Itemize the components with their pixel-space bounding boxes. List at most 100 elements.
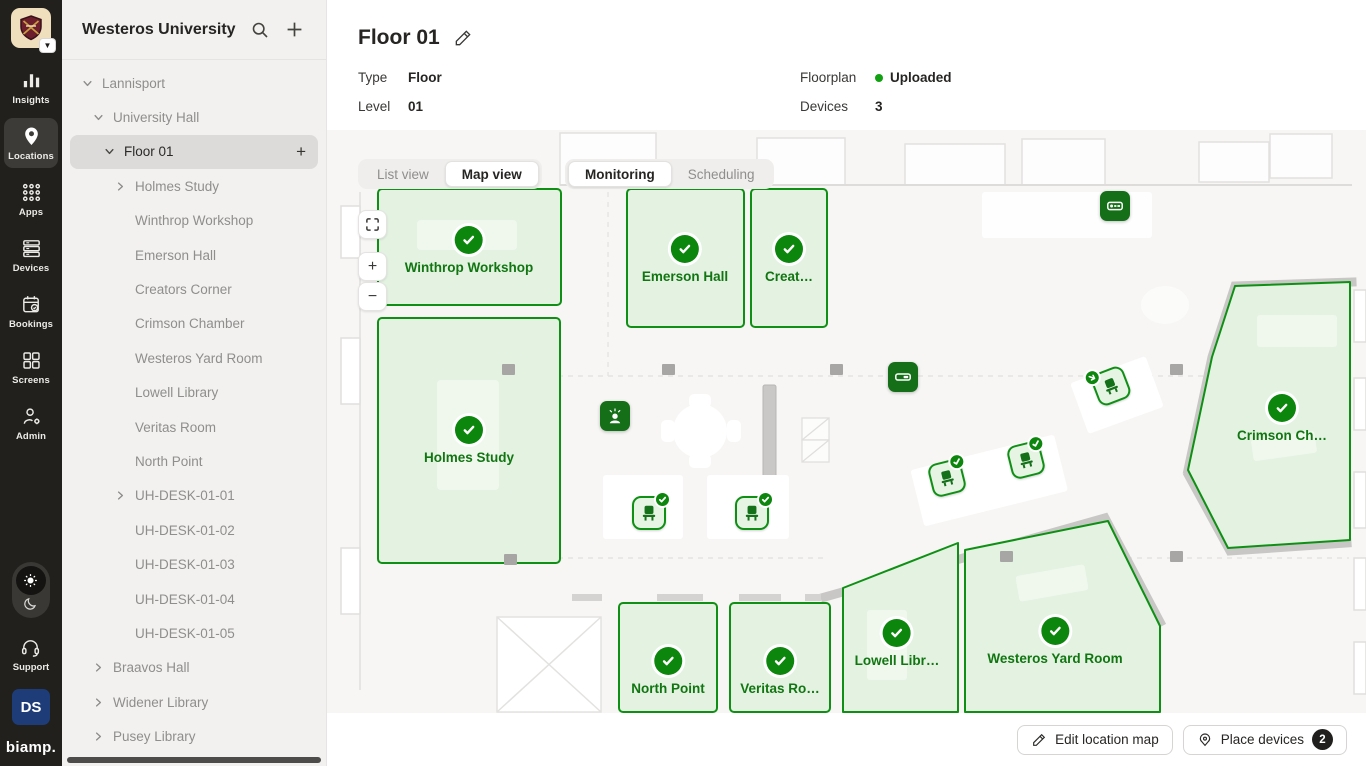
- zoom-in-button[interactable]: +: [358, 252, 387, 281]
- chevron-icon[interactable]: [116, 317, 135, 331]
- rail-item-devices[interactable]: Devices: [4, 230, 58, 280]
- tab-map-view[interactable]: Map view: [444, 161, 539, 187]
- location-pin-icon: [24, 126, 38, 145]
- edit-title-pencil-icon[interactable]: [453, 28, 473, 48]
- chevron-icon[interactable]: [116, 489, 135, 503]
- tree-item-veritas-room[interactable]: Veritas Room: [70, 410, 318, 444]
- workspace-logo[interactable]: ▼: [11, 8, 55, 52]
- room-label-veritas-room[interactable]: Veritas Ro…: [740, 647, 820, 696]
- tree-item-emerson-hall[interactable]: Emerson Hall: [70, 238, 318, 272]
- chevron-icon[interactable]: [105, 145, 124, 159]
- edit-location-map-button[interactable]: Edit location map: [1017, 724, 1173, 755]
- rail-item-screens[interactable]: Screens: [4, 342, 58, 392]
- chevron-icon[interactable]: [116, 592, 135, 606]
- tree-item-crimson-chamber[interactable]: Crimson Chamber: [70, 307, 318, 341]
- fullscreen-icon: [366, 218, 379, 231]
- rail-item-support[interactable]: Support: [13, 636, 49, 673]
- tree-item-uh-desk-01-04[interactable]: UH-DESK-01-04: [70, 582, 318, 616]
- chevron-icon[interactable]: [116, 283, 135, 297]
- rail-item-apps[interactable]: Apps: [4, 174, 58, 224]
- chevron-icon[interactable]: [116, 558, 135, 572]
- tree-item-braavos-hall[interactable]: Braavos Hall: [70, 651, 318, 685]
- chevron-icon[interactable]: [116, 179, 135, 193]
- room-name: Lowell Libr…: [854, 653, 940, 668]
- rail-item-insights[interactable]: Insights: [4, 62, 58, 112]
- device-desk-desk-4[interactable]: [1005, 433, 1047, 481]
- sidebar-scrollbar[interactable]: [67, 757, 321, 763]
- tree-item-holmes-study[interactable]: Holmes Study: [70, 169, 318, 203]
- tree-item-north-point[interactable]: North Point: [70, 444, 318, 478]
- theme-toggle[interactable]: [11, 562, 50, 618]
- tree-item-lowell-library[interactable]: Lowell Library: [70, 376, 318, 410]
- device-camera-bar-camera-bar-1[interactable]: [1100, 191, 1130, 221]
- device-desk-desk-5[interactable]: [1081, 364, 1133, 408]
- tree-item-label: UH-DESK-01-02: [135, 522, 235, 538]
- device-desk-desk-3[interactable]: [926, 451, 968, 499]
- chevron-icon[interactable]: [116, 386, 135, 400]
- light-mode-sun-icon[interactable]: [15, 566, 46, 595]
- rail-item-bookings[interactable]: Bookings: [4, 286, 58, 336]
- chevron-icon[interactable]: [94, 730, 113, 744]
- dark-mode-moon-icon[interactable]: [22, 595, 40, 612]
- add-location-icon[interactable]: [282, 18, 306, 42]
- location-tree: Lannisport University Hall Floor 01 + Ho…: [62, 60, 326, 754]
- chevron-icon[interactable]: [116, 626, 135, 640]
- search-icon[interactable]: [248, 18, 272, 42]
- meta-level-value: 01: [408, 99, 424, 114]
- fullscreen-button[interactable]: [358, 210, 387, 239]
- chevron-icon[interactable]: [94, 695, 113, 709]
- chevron-icon[interactable]: [83, 76, 102, 90]
- chevron-icon[interactable]: [116, 523, 135, 537]
- tree-item-university-hall[interactable]: University Hall: [70, 100, 318, 134]
- device-desk-desk-2[interactable]: [735, 491, 774, 530]
- chevron-icon[interactable]: [94, 111, 113, 125]
- room-label-holmes-study[interactable]: Holmes Study: [424, 416, 514, 465]
- room-label-westeros-yard-room[interactable]: Westeros Yard Room: [987, 617, 1123, 666]
- device-desk-desk-1[interactable]: [632, 491, 671, 530]
- tree-item-uh-desk-01-01[interactable]: UH-DESK-01-01: [70, 479, 318, 513]
- room-shape-westeros-yard-room[interactable]: [964, 520, 1161, 713]
- tree-item-pusey-library[interactable]: Pusey Library: [70, 719, 318, 753]
- workspace-switcher-caret[interactable]: ▼: [40, 39, 55, 52]
- chevron-icon[interactable]: [116, 214, 135, 228]
- user-avatar[interactable]: DS: [11, 689, 50, 725]
- device-occupancy-sensor-occupancy-sensor-1[interactable]: [600, 401, 630, 431]
- room-label-creators-corner[interactable]: Creat…: [765, 235, 813, 284]
- tab-monitoring[interactable]: Monitoring: [568, 161, 672, 187]
- tree-item-winthrop-workshop[interactable]: Winthrop Workshop: [70, 204, 318, 238]
- tree-item-label: Crimson Chamber: [135, 316, 245, 332]
- room-label-winthrop-workshop[interactable]: Winthrop Workshop: [405, 226, 533, 275]
- rail-item-admin[interactable]: Admin: [4, 398, 58, 448]
- device-videobar-videobar-1[interactable]: [888, 362, 918, 392]
- chevron-icon[interactable]: [116, 351, 135, 365]
- room-label-lowell-library[interactable]: Lowell Libr…: [854, 619, 940, 668]
- tree-item-lannisport[interactable]: Lannisport: [70, 66, 318, 100]
- room-label-north-point[interactable]: North Point: [631, 647, 705, 696]
- tree-item-uh-desk-01-03[interactable]: UH-DESK-01-03: [70, 547, 318, 581]
- room-label-crimson-chamber[interactable]: Crimson Ch…: [1237, 394, 1327, 443]
- rail-item-locations[interactable]: Locations: [4, 118, 58, 168]
- add-child-button[interactable]: +: [296, 142, 306, 162]
- tab-scheduling[interactable]: Scheduling: [687, 166, 755, 182]
- tree-item-label: Westeros Yard Room: [135, 350, 263, 366]
- floorplan-map[interactable]: Winthrop Workshop Emerson Hall Creat… Holme…: [327, 130, 1366, 713]
- tree-item-creators-corner[interactable]: Creators Corner: [70, 272, 318, 306]
- room-label-emerson-hall[interactable]: Emerson Hall: [642, 235, 728, 284]
- tree-item-westeros-yard-room[interactable]: Westeros Yard Room: [70, 341, 318, 375]
- meta-type-value: Floor: [408, 70, 442, 85]
- desk-icon: [1098, 373, 1124, 399]
- chevron-icon[interactable]: [116, 420, 135, 434]
- chevron-icon[interactable]: [116, 454, 135, 468]
- place-devices-button[interactable]: Place devices 2: [1182, 724, 1347, 755]
- crest-shield-icon: [20, 15, 42, 41]
- tree-item-label: UH-DESK-01-03: [135, 557, 235, 573]
- tree-item-widener-library[interactable]: Widener Library: [70, 685, 318, 719]
- tab-list-view[interactable]: List view: [377, 166, 429, 182]
- zoom-out-button[interactable]: −: [358, 282, 387, 311]
- tree-item-uh-desk-01-02[interactable]: UH-DESK-01-02: [70, 513, 318, 547]
- tree-item-floor-01[interactable]: Floor 01 +: [70, 134, 318, 170]
- chevron-icon[interactable]: [116, 248, 135, 262]
- location-pin-icon: [1199, 732, 1210, 746]
- chevron-icon[interactable]: [94, 661, 113, 675]
- tree-item-uh-desk-01-05[interactable]: UH-DESK-01-05: [70, 616, 318, 650]
